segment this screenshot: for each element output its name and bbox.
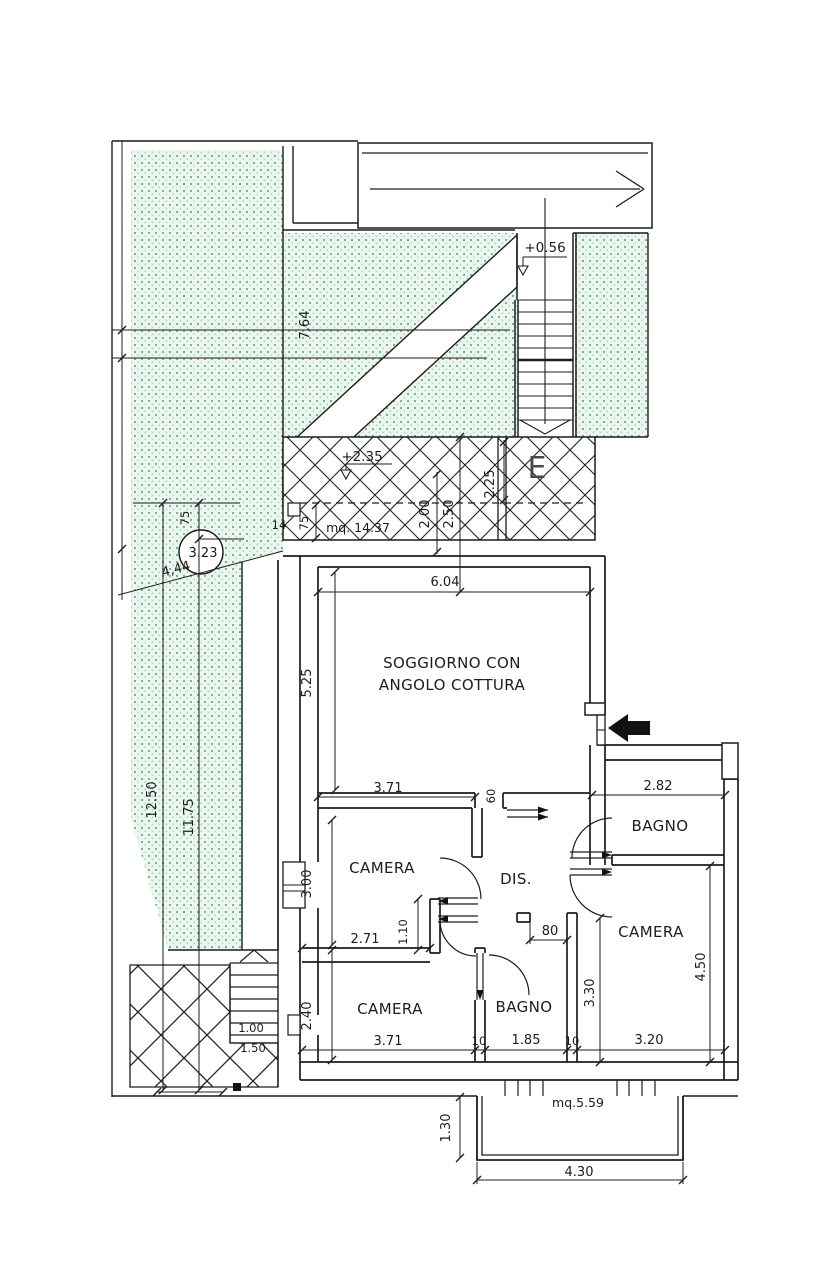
room-bagno-bottom: BAGNO <box>496 998 553 1016</box>
dim-bagno-bottom-w: 1.85 <box>512 1033 541 1048</box>
dim-garden-1250: 12.50 <box>145 781 160 818</box>
room-camera-mid: CAMERA <box>349 859 415 877</box>
dim-door-110: 1.10 <box>396 919 410 945</box>
dim-door-60: 60 <box>484 789 498 804</box>
level-ramp: +0.56 <box>524 240 565 256</box>
dimension-lines <box>112 141 725 1184</box>
ramp-direction-arrow <box>370 170 645 208</box>
dim-steps-150: 1.50 <box>240 1041 266 1055</box>
door-camera-leaves <box>438 897 478 923</box>
dim-soggiorno-h: 5.25 <box>300 669 315 698</box>
door-camera-bl-arc <box>439 919 477 957</box>
room-soggiorno-line2: ANGOLO COTTURA <box>379 676 526 694</box>
dim-steps-100: 1.00 <box>238 1021 264 1035</box>
pillar <box>721 742 739 780</box>
door-bagno-b-leaf <box>476 953 484 1000</box>
dim-wall-10a: 10 <box>472 1034 487 1048</box>
stairwell-label: E <box>528 451 547 486</box>
dim-garden-diag: 4,44 <box>160 559 192 581</box>
wall-step <box>584 702 606 716</box>
dim-camera-mid-w: 3.71 <box>374 781 403 796</box>
dim-camera-right-h2: 3.30 <box>583 979 598 1008</box>
labels: +0.56 7.64 +2.35 mq. 14.37 2.00 2.50 2.2… <box>145 240 709 1180</box>
tree-circle <box>178 529 224 575</box>
entrance-arrow <box>608 714 650 742</box>
room-dis: DIS. <box>500 870 532 888</box>
dim-camera-bl-h: 2.40 <box>300 1002 315 1031</box>
site-boundary <box>111 140 738 1097</box>
level-marker-ramp <box>517 265 529 277</box>
door-bagno-b-arc <box>488 954 530 996</box>
garden-right <box>575 233 648 437</box>
terrace-details <box>287 437 587 540</box>
room-soggiorno-line1: SOGGIORNO CON <box>383 654 521 672</box>
door-camera-mid-arc <box>439 857 482 900</box>
dim-wall-10b: 10 <box>565 1034 580 1048</box>
level-marker-terrace <box>340 469 352 481</box>
doors <box>438 809 613 1000</box>
window-west-2 <box>287 1014 301 1036</box>
area-balcony: mq.5.59 <box>552 1095 604 1110</box>
garden-middle <box>283 233 517 437</box>
dim-camera-mid-w2: 2.71 <box>351 932 380 947</box>
dim-wall-14: 14 <box>272 518 287 532</box>
room-camera-br: CAMERA <box>618 923 684 941</box>
window-west-1-mullions <box>283 884 305 892</box>
dim-terrace-225: 2.25 <box>483 470 498 499</box>
dim-door-80: 80 <box>542 924 559 939</box>
survey-marker <box>233 1083 241 1091</box>
dim-camera-bl-w: 3.71 <box>374 1034 403 1049</box>
dim-tree-circle: 3.23 <box>189 546 218 561</box>
door-bagno-top-arc <box>571 817 613 859</box>
dim-camera-right-h: 4.50 <box>694 953 709 982</box>
balcony <box>476 1096 684 1161</box>
door-right-leaves <box>570 851 612 876</box>
dim-soggiorno-w: 6.04 <box>431 575 460 590</box>
room-bagno-top: BAGNO <box>632 817 689 835</box>
main-stairs <box>514 198 577 437</box>
dim-terrace-75: 75 <box>297 516 311 531</box>
level-terrace: +2.35 <box>341 449 382 465</box>
dim-terrace-200: 2.00 <box>418 500 433 529</box>
door-leaf-arrows <box>438 806 612 1000</box>
dimension-ticks <box>117 325 730 1185</box>
dim-balcony-w: 4.30 <box>565 1165 594 1180</box>
dim-bagno-top-w: 2.82 <box>644 779 673 794</box>
dim-camera-right-w: 3.20 <box>635 1033 664 1048</box>
dim-terrace-250: 2.50 <box>442 500 457 529</box>
dim-camera-mid-h: 3.00 <box>300 870 315 899</box>
terrace-top <box>282 436 596 541</box>
walls <box>277 555 739 1081</box>
terraces <box>129 436 596 1088</box>
dim-ramp-length: 7.64 <box>298 311 313 340</box>
dim-balcony-h: 1.30 <box>439 1114 454 1143</box>
door-camera-br-arc <box>569 874 613 918</box>
bottom-windows <box>504 1080 656 1096</box>
ramp-corridor <box>357 142 653 229</box>
level-markers <box>340 265 529 481</box>
area-terrace: mq. 14.37 <box>326 520 390 535</box>
external-steps <box>229 949 278 1044</box>
dim-garden-1175: 11.75 <box>182 798 197 835</box>
room-camera-bl: CAMERA <box>357 1000 423 1018</box>
dim-garden-75: 75 <box>178 511 192 526</box>
